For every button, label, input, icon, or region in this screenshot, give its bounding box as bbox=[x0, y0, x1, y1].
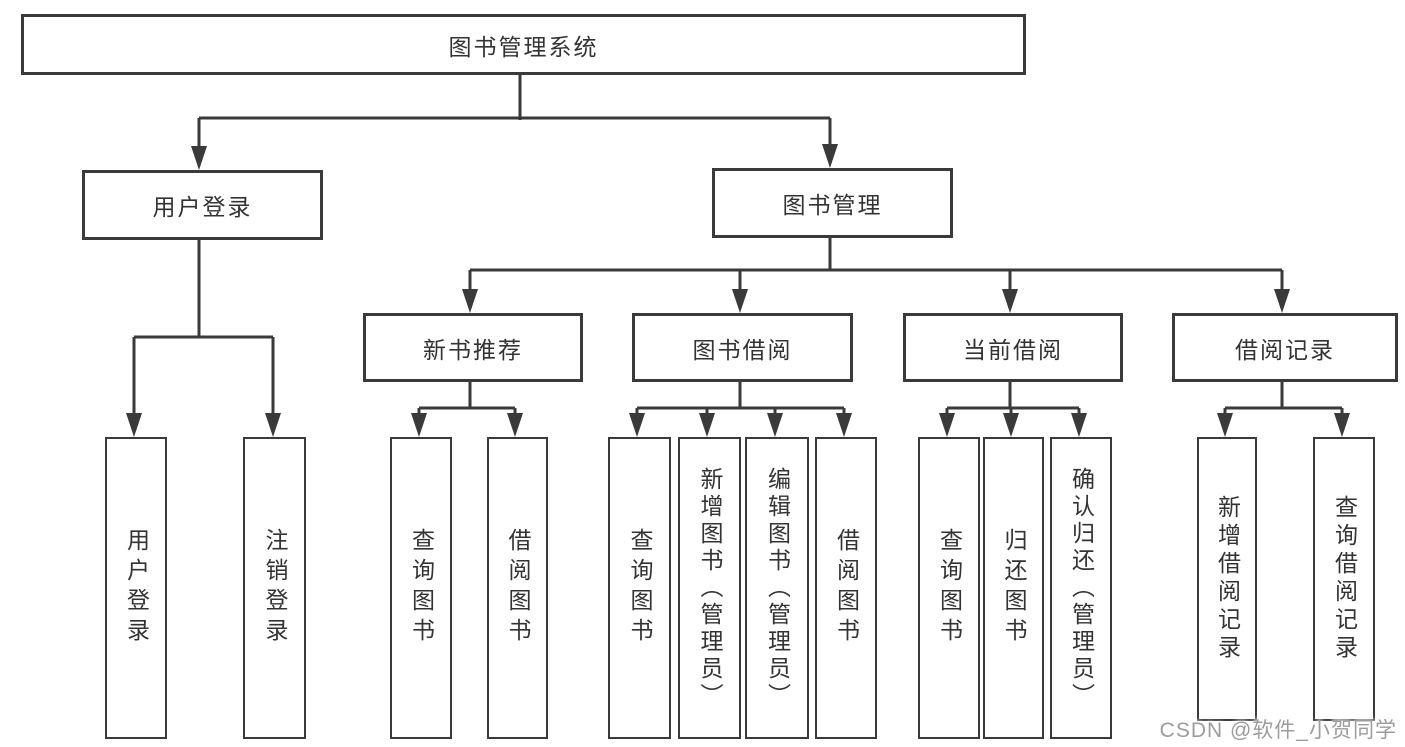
arrowhead-icon bbox=[732, 289, 748, 313]
leaf-current-confirm-return-admin: 确认归还（管理员） bbox=[1050, 437, 1112, 739]
arrowhead-icon bbox=[191, 146, 207, 170]
leaf-recommend-query-books: 查询图书 bbox=[390, 437, 452, 739]
arrowhead-icon bbox=[939, 413, 955, 437]
leaf-logout: 注销登录 bbox=[243, 437, 306, 739]
node-book-borrowing: 图书借阅 bbox=[632, 313, 853, 382]
csdn-watermark: CSDN @软件_小贺同学 bbox=[1159, 719, 1397, 742]
arrowhead-icon bbox=[1334, 413, 1350, 437]
leaf-records-add-record: 新增借阅记录 bbox=[1197, 437, 1257, 721]
leaf-borrowing-query-books: 查询图书 bbox=[608, 437, 671, 739]
node-user-login: 用户登录 bbox=[82, 170, 323, 240]
arrowhead-icon bbox=[507, 413, 523, 437]
arrowhead-icon bbox=[822, 144, 838, 168]
arrowhead-icon bbox=[699, 413, 715, 437]
connector-lines bbox=[132, 69, 1344, 417]
leaf-records-query-record: 查询借阅记录 bbox=[1313, 437, 1375, 721]
arrowhead-icon bbox=[836, 413, 852, 437]
arrowhead-icons bbox=[126, 144, 1350, 437]
leaf-borrowing-borrow-books: 借阅图书 bbox=[815, 437, 877, 739]
leaf-current-query-books: 查询图书 bbox=[918, 437, 980, 739]
arrowhead-icon bbox=[1071, 413, 1087, 437]
arrowhead-icon bbox=[1217, 413, 1233, 437]
arrowhead-icon bbox=[1003, 413, 1019, 437]
leaf-current-return-books: 归还图书 bbox=[983, 437, 1044, 739]
arrowhead-icon bbox=[629, 413, 645, 437]
node-new-book-recommendation: 新书推荐 bbox=[363, 313, 583, 382]
leaf-recommend-borrow-books: 借阅图书 bbox=[487, 437, 548, 739]
leaf-user-login: 用户登录 bbox=[105, 437, 167, 739]
leaf-borrowing-add-books-admin: 新增图书（管理员） bbox=[678, 437, 741, 739]
node-borrowing-records: 借阅记录 bbox=[1172, 313, 1398, 382]
node-library-management-system: 图书管理系统 bbox=[21, 14, 1026, 75]
arrowhead-icon bbox=[767, 413, 783, 437]
leaf-borrowing-edit-books-admin: 编辑图书（管理员） bbox=[745, 437, 809, 739]
node-book-management: 图书管理 bbox=[712, 168, 953, 238]
node-current-borrowing: 当前借阅 bbox=[903, 313, 1123, 382]
arrowhead-icon bbox=[1002, 289, 1018, 313]
arrowhead-icon bbox=[265, 413, 281, 437]
arrowhead-icon bbox=[126, 413, 142, 437]
arrowhead-icon bbox=[411, 413, 427, 437]
arrowhead-icon bbox=[1274, 289, 1290, 313]
arrowhead-icon bbox=[462, 289, 478, 313]
